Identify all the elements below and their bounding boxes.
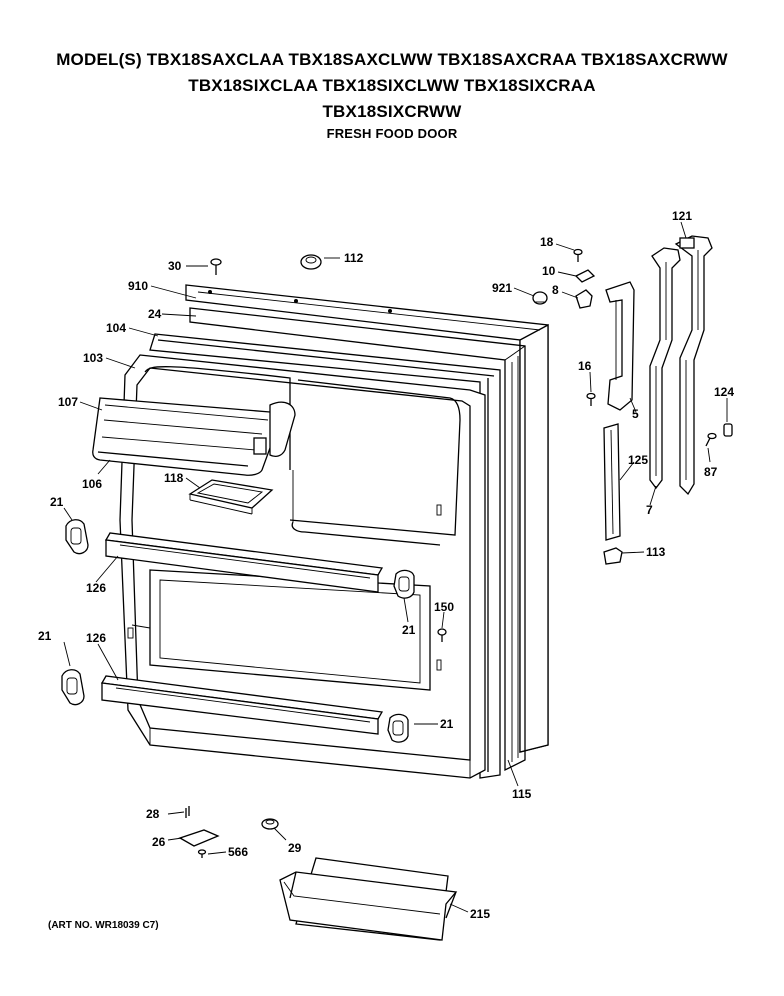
callout-28: 28 [146, 807, 160, 821]
callout-118: 118 [164, 471, 184, 485]
callout-910: 910 [128, 279, 148, 293]
door-gasket [189, 307, 526, 772]
callout-106: 106 [82, 477, 102, 491]
stop-10 [574, 269, 596, 283]
door-bin [279, 857, 458, 941]
callout-104: 104 [106, 321, 126, 335]
door-handle-front [649, 247, 681, 490]
callout-121: 121 [672, 209, 692, 223]
hinge-bracket [605, 281, 635, 411]
handle-trim [603, 423, 621, 541]
callout-115: 115 [512, 787, 532, 801]
screw-30 [210, 258, 222, 275]
model-list-line-3: TBX18SIXCRWW [322, 102, 462, 121]
callout-124: 124 [714, 385, 734, 399]
callout-107: 107 [58, 395, 78, 409]
plug-112 [300, 254, 322, 270]
leader-lines [63, 221, 728, 913]
art-number: (ART NO. WR18039 C7) [48, 920, 159, 931]
stop-113 [603, 547, 623, 565]
screw-566 [197, 849, 207, 858]
model-list-line-1: MODEL(S) TBX18SAXCLAA TBX18SAXCLWW TBX18… [56, 50, 728, 69]
callout-30: 30 [168, 259, 182, 273]
screw-18 [573, 248, 583, 262]
callout-87: 87 [704, 465, 718, 479]
screw-16 [586, 392, 596, 406]
callout-103: 103 [83, 351, 103, 365]
callout-921: 921 [492, 281, 512, 295]
cap-124 [723, 423, 733, 437]
breaker-strip [149, 333, 501, 779]
callout-21-lower-left: 21 [38, 629, 52, 643]
door-handle-rear [674, 235, 713, 496]
callout-5: 5 [632, 407, 639, 421]
clip-28 [185, 806, 190, 818]
callout-26: 26 [152, 835, 166, 849]
callout-215: 215 [470, 907, 490, 921]
bushing-29 [261, 818, 279, 830]
callout-8: 8 [552, 283, 559, 297]
callout-7: 7 [646, 503, 653, 517]
callout-10: 10 [542, 264, 556, 278]
dairy-compartment-door [92, 397, 296, 476]
callout-125: 125 [628, 453, 648, 467]
outer-door-panel [185, 284, 549, 753]
bushing-8 [575, 289, 593, 309]
model-list-line-2: TBX18SIXCLAA TBX18SIXCLWW TBX18SIXCRAA [188, 76, 596, 95]
callout-29: 29 [288, 841, 302, 855]
plug-921 [532, 291, 548, 305]
egg-tray [188, 479, 274, 515]
callout-16: 16 [578, 359, 592, 373]
callout-24: 24 [148, 307, 162, 321]
screw-87 [705, 432, 717, 447]
callout-126-lower: 126 [86, 631, 106, 645]
shelf-end-cap-lower-right [387, 713, 409, 743]
callout-labels: 121 18 30 112 10 8 921 910 24 104 103 16… [38, 209, 734, 921]
callout-21-lower-right: 21 [440, 717, 454, 731]
callout-21-upper-right: 21 [402, 623, 416, 637]
shelf-end-cap-upper-right [393, 569, 415, 599]
callout-112: 112 [344, 251, 364, 265]
shelf-end-cap-lower-left [61, 669, 85, 706]
callout-21-upper-left: 21 [50, 495, 64, 509]
screw-150 [437, 628, 447, 642]
callout-150: 150 [434, 600, 454, 614]
plate-26 [178, 829, 220, 847]
lower-shelf-rail [100, 675, 384, 735]
diagram-subtitle: FRESH FOOD DOOR [326, 126, 458, 141]
callout-113: 113 [646, 545, 666, 559]
callout-18: 18 [540, 235, 554, 249]
upper-shelf-rail [104, 532, 384, 593]
callout-126-upper: 126 [86, 581, 106, 595]
callout-566: 566 [228, 845, 248, 859]
shelf-end-cap-upper-left [65, 519, 89, 555]
